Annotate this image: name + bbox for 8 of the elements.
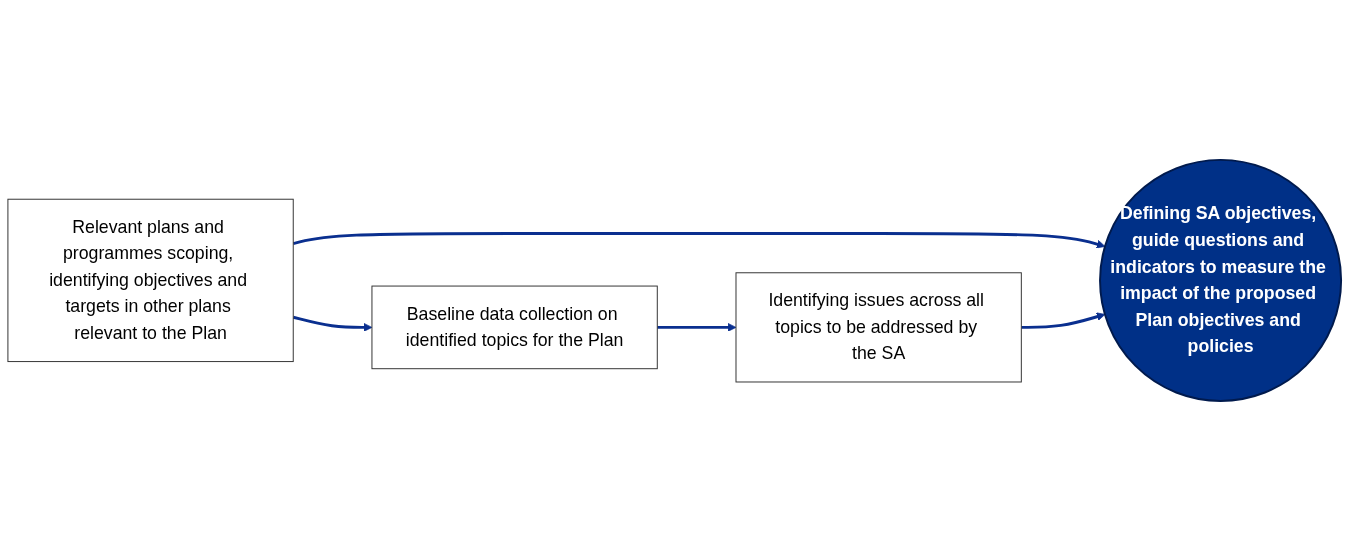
- arrow: [657, 322, 737, 332]
- node-box: Baseline data collection on identified topics for the Plan: [371, 285, 658, 369]
- arrow: [292, 315, 373, 332]
- node-box: Relevant plans and programmes scoping, identifying objectives and targets in other plans relevant to the Plan: [7, 198, 294, 362]
- arrow: [292, 231, 1106, 248]
- node-circle: Defining SA objectives, guide questions and indicators to measure the impact of the proposed Plan objectives and policies: [1099, 158, 1343, 402]
- arrow: [1021, 312, 1106, 329]
- node-box: Identifying issues across all topics to be addressed by the SA: [735, 271, 1022, 383]
